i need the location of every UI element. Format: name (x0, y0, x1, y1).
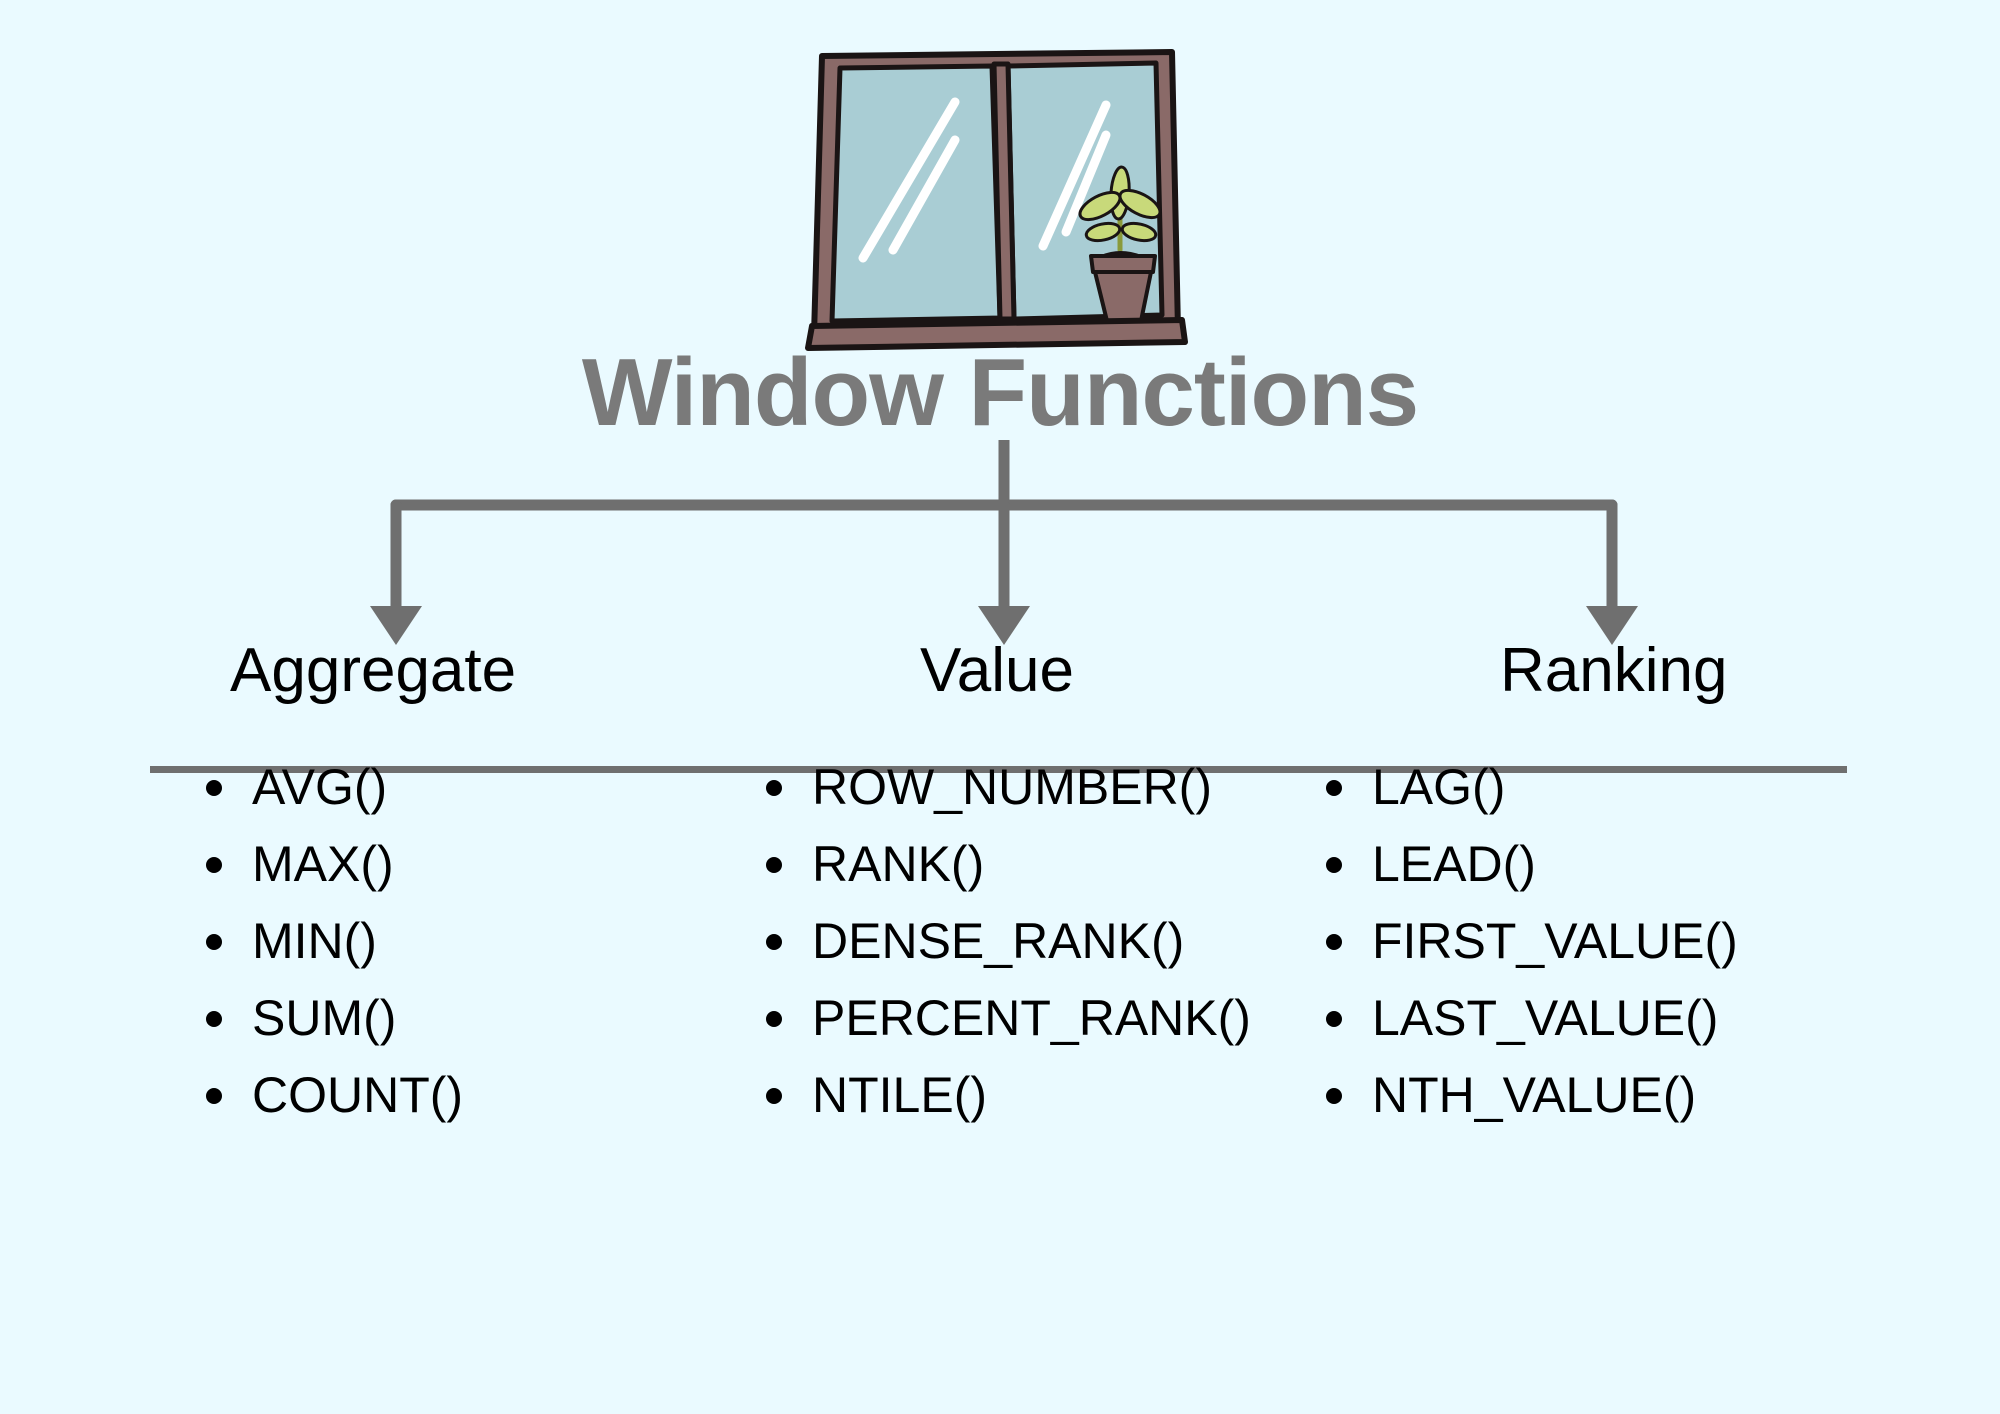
list-item: LAG() (1310, 762, 1870, 839)
function-list-ranking: LAG() LEAD() FIRST_VALUE() LAST_VALUE() … (1300, 762, 1870, 1147)
list-item: AVG() (190, 762, 760, 839)
arrowhead-center (978, 606, 1030, 645)
page-title: Window Functions (581, 339, 1419, 446)
list-item: LEAD() (1310, 839, 1870, 916)
arrowhead-left (370, 606, 422, 645)
window-sill (805, 317, 1188, 351)
bullet-icon (766, 780, 782, 796)
list-item: MIN() (190, 916, 760, 993)
glass-highlight-2 (888, 135, 960, 255)
glass-pane-left (829, 63, 1003, 324)
column-heading-ranking: Ranking (1500, 636, 1728, 705)
list-item: DENSE_RANK() (750, 916, 1320, 993)
list-item: FIRST_VALUE() (1310, 916, 1870, 993)
function-name: NTH_VALUE() (1372, 1067, 1697, 1123)
function-name: COUNT() (252, 1067, 464, 1123)
function-name: DENSE_RANK() (812, 913, 1185, 969)
bullet-icon (206, 1088, 222, 1104)
list-item: NTH_VALUE() (1310, 1070, 1870, 1147)
bullet-icon (766, 857, 782, 873)
bullet-icon (1326, 1011, 1342, 1027)
glass-highlight-1 (858, 97, 960, 263)
plant-pot-rim (1089, 254, 1157, 274)
header-divider-rule (150, 766, 1847, 773)
window-illustration (800, 30, 1200, 360)
list-item: RANK() (750, 839, 1320, 916)
bullet-icon (206, 934, 222, 950)
column-heading-aggregate: Aggregate (230, 636, 517, 705)
glass-highlight-3 (1038, 100, 1111, 251)
plant-pot-body (1093, 270, 1153, 323)
function-name: LEAD() (1372, 836, 1536, 892)
bullet-icon (1326, 934, 1342, 950)
list-item: PERCENT_RANK() (750, 993, 1320, 1070)
function-list-value: ROW_NUMBER() RANK() DENSE_RANK() PERCENT… (730, 762, 1320, 1147)
list-item: COUNT() (190, 1070, 760, 1147)
function-name: FIRST_VALUE() (1372, 913, 1738, 969)
list-item: NTILE() (750, 1070, 1320, 1147)
column-heading-value: Value (920, 636, 1074, 705)
plant-leaf-left-lower (1084, 221, 1122, 243)
function-name: LAG() (1372, 759, 1506, 815)
function-name: RANK() (812, 836, 985, 892)
bullet-icon (1326, 780, 1342, 796)
column-value: Value ROW_NUMBER() RANK() DENSE_RANK() P… (730, 636, 1300, 1120)
bullet-icon (766, 934, 782, 950)
function-name: AVG() (252, 759, 388, 815)
window-frame-group (805, 49, 1188, 351)
list-item: ROW_NUMBER() (750, 762, 1320, 839)
function-name: LAST_VALUE() (1372, 990, 1719, 1046)
list-item: MAX() (190, 839, 760, 916)
column-ranking: Ranking LAG() LEAD() FIRST_VALUE() LAST_… (1300, 636, 1860, 1120)
function-name: NTILE() (812, 1067, 987, 1123)
bullet-icon (1326, 857, 1342, 873)
function-name: MIN() (252, 913, 377, 969)
bullet-icon (206, 1011, 222, 1027)
plant-leaf-right-lower (1120, 221, 1158, 243)
bullet-icon (206, 780, 222, 796)
list-item: SUM() (190, 993, 760, 1070)
function-name: ROW_NUMBER() (812, 759, 1212, 815)
column-aggregate: Aggregate AVG() MAX() MIN() SUM() (150, 636, 720, 1120)
function-name: MAX() (252, 836, 394, 892)
bullet-icon (1326, 1088, 1342, 1104)
bullet-icon (206, 857, 222, 873)
function-name: SUM() (252, 990, 397, 1046)
glass-highlight-4 (1061, 130, 1111, 237)
arrowhead-right (1586, 606, 1638, 645)
list-item: LAST_VALUE() (1310, 993, 1870, 1070)
function-category-columns: Aggregate AVG() MAX() MIN() SUM() (0, 640, 2000, 1160)
function-name: PERCENT_RANK() (812, 990, 1251, 1046)
plant-leaf-right-upper (1118, 188, 1162, 220)
connector-arrows (0, 440, 2000, 650)
bullet-icon (766, 1011, 782, 1027)
window-mullion (991, 61, 1017, 322)
bullet-icon (766, 1088, 782, 1104)
function-list-aggregate: AVG() MAX() MIN() SUM() COUNT() (150, 762, 760, 1147)
